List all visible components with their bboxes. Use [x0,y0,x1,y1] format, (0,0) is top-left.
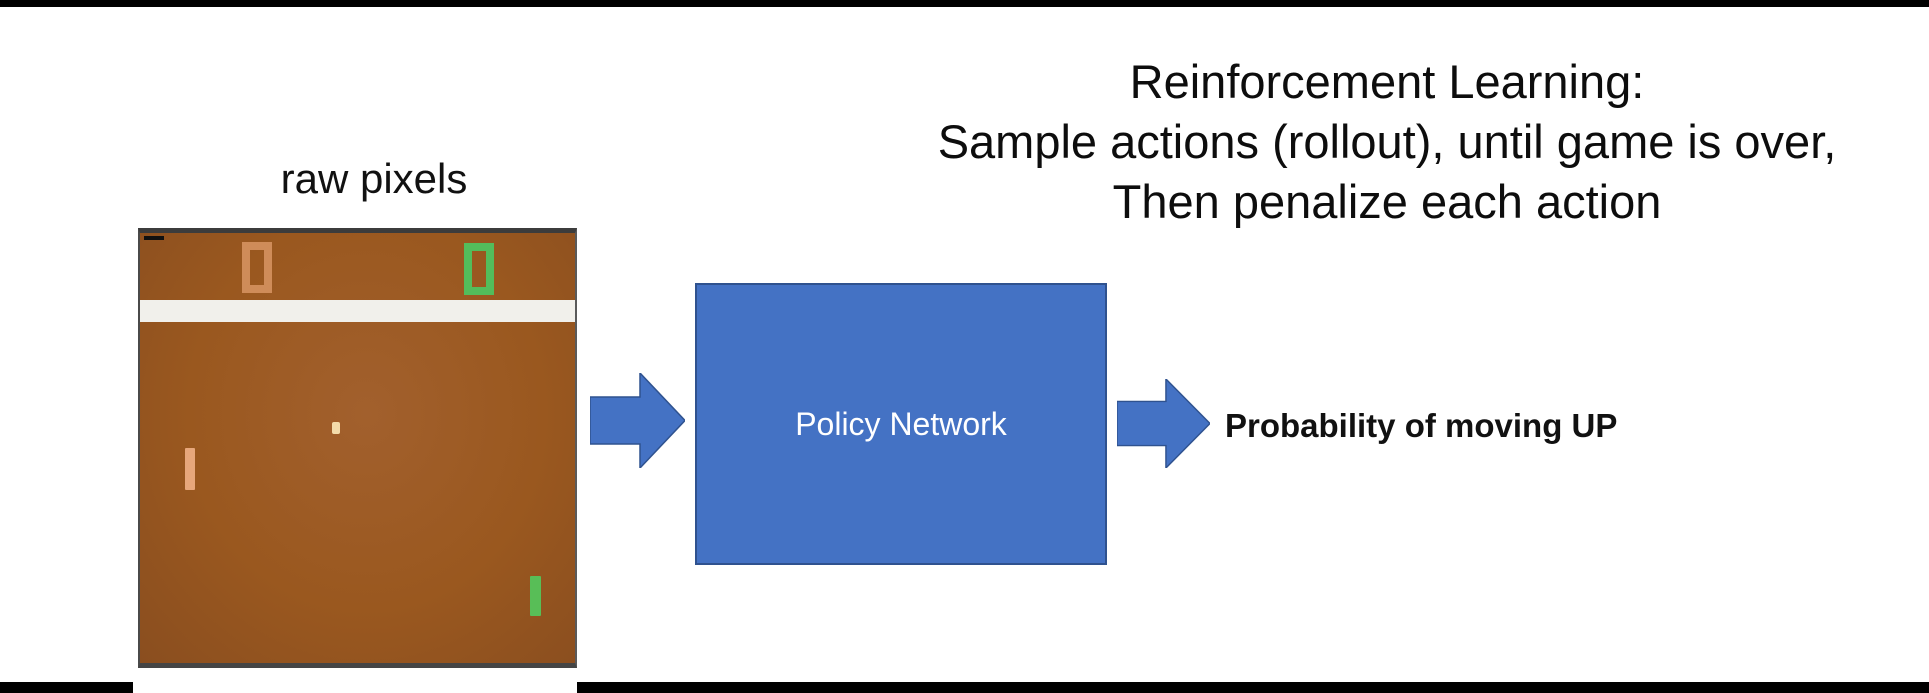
screen-corner-mark [144,236,164,240]
paddle-right-green [530,576,541,616]
arrow-right-icon [590,373,685,468]
title-line-3: Then penalize each action [1112,175,1662,228]
score-digit-orange [242,242,272,293]
paddle-left-orange [185,448,195,490]
raw-pixels-caption: raw pixels [280,155,468,202]
top-screen-edge-bar [0,0,1929,7]
pong-game-screenshot [138,228,577,668]
arrow-right-icon [1117,379,1210,468]
slide-title: Reinforcement Learning: Sample actions (… [697,52,1929,232]
top-boundary-band [140,300,575,322]
title-line-1: Reinforcement Learning: [1129,55,1645,108]
policy-network-label: Policy Network [795,405,1007,442]
title-line-2: Sample actions (rollout), until game is … [937,115,1837,168]
bottom-screen-edge-bar-left [0,682,133,693]
policy-network-box: Policy Network [695,283,1107,565]
score-digit-green [464,243,494,295]
probability-output-label: Probability of moving UP [1225,407,1618,444]
ball [332,422,340,434]
bottom-screen-edge-bar-right [577,682,1929,693]
